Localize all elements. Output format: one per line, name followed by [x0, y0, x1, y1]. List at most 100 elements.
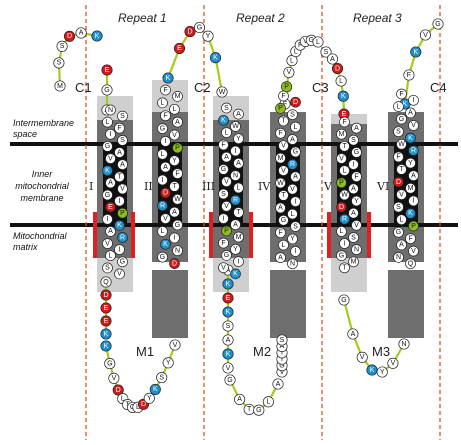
helix-III-residue-letter: A: [224, 154, 229, 161]
signature-bar-V-left: [327, 212, 331, 258]
repeat-2-title: Repeat 2: [236, 11, 285, 25]
helix-IV-residue: A: [275, 202, 286, 214]
m1-bottom-residue: D: [112, 384, 124, 396]
n-terminus-residue: K: [91, 30, 103, 42]
helix-V-residue: V: [336, 153, 347, 164]
helix-II-residue-circle: [172, 245, 183, 257]
n-terminus-residue-circle: [63, 30, 76, 42]
m1-bottom-residue-letter: D: [116, 387, 121, 394]
helix-VI-residue: K: [405, 208, 416, 219]
helix-VI-residue: T: [396, 164, 407, 175]
helix-II-residue-circle: [160, 161, 171, 173]
m2-left-residue-circle: [222, 348, 234, 360]
helix-IV-residue: I: [290, 196, 301, 207]
helix-III-residue: W: [230, 121, 241, 132]
helix-VI-residue: I: [408, 195, 419, 207]
helix-IV-residue-letter: T: [281, 118, 286, 125]
membrane-top-line: [10, 142, 458, 146]
helix-II-residue-letter: G: [160, 125, 165, 132]
n-terminus-residue-letter: K: [95, 33, 100, 40]
helix-II-residue: D: [169, 258, 180, 269]
helix-IV-residue-letter: D: [293, 99, 298, 106]
helix-I-residue-letter: L: [106, 119, 110, 126]
helix-II-residue-letter: D: [163, 190, 168, 197]
helix-II-residue-circle: [160, 110, 171, 122]
helix-V-residue-circle: [336, 250, 347, 262]
helix-III-residue-letter: F: [221, 142, 225, 149]
helix-IV-residue-letter: R: [290, 161, 295, 168]
m2-left-residue-letter: S: [226, 323, 231, 330]
helix-III-residue-letter: P: [224, 228, 229, 235]
helix-III-residue: M: [233, 231, 244, 243]
c2-loop-residue-circle: [193, 21, 206, 34]
helix-I-residue-circle: [105, 153, 116, 164]
helix-III-residue: T: [233, 207, 244, 218]
helix-V-residue: S: [348, 232, 359, 243]
repeat-1-title: Repeat 1: [118, 11, 167, 25]
helix-IV-residue: N: [287, 258, 298, 270]
helix-III-residue-circle: [221, 200, 232, 212]
helix-II-residue: L: [157, 97, 168, 109]
c-terminus-residue: G: [432, 18, 444, 30]
helix-V-residue-letter: D: [339, 204, 344, 211]
m2-right-residue-letter: G: [279, 362, 284, 369]
helix-III-residue: I: [233, 256, 244, 267]
c2-loop-residue: K: [162, 72, 174, 84]
helix-I-residue-circle: [117, 207, 128, 219]
m2-left-residue-letter: V: [226, 365, 231, 372]
helix-I-residue: S: [102, 262, 113, 274]
helix-II-residue: T: [169, 181, 180, 192]
c-terminus-residue-letter: G: [435, 21, 440, 28]
c1-loop-residue: G: [101, 84, 113, 96]
helix-III-residue-circle: [221, 250, 232, 261]
helix-VI-residue: L: [393, 101, 404, 112]
helix-III-residue-letter: K: [221, 117, 226, 124]
n-terminus-residue-letter: S: [57, 60, 62, 67]
helix-V-label: V: [323, 180, 333, 193]
m2-right-residue: S: [276, 334, 288, 346]
helix-V-residue-letter: T: [342, 143, 347, 150]
m2-bottom-residue-letter: L: [266, 399, 270, 406]
m2-bottom-residue-circle: [234, 393, 246, 405]
helix-II-residue-circle: [157, 200, 168, 212]
helix-VI-residue-letter: S: [396, 129, 401, 136]
m2-bottom-residue-circle: [253, 404, 265, 416]
segment-c3-label: C3: [312, 80, 329, 95]
helix-V-residue: G: [351, 147, 362, 158]
helix-IV-residue-circle: [290, 96, 301, 108]
helix-IV-residue: T: [278, 190, 289, 201]
helix-IV-residue-letter: V: [281, 143, 286, 150]
m1-bottom-residue: Y: [143, 392, 155, 404]
helix-II-residue-circle: [169, 181, 180, 192]
m3-loop-residue-circle: [347, 328, 359, 340]
helix-III-residue-circle: [218, 262, 229, 274]
m2-bottom-residue-letter: G: [256, 407, 261, 414]
helix-V-residue-letter: A: [354, 125, 359, 132]
helix-IV-residue-letter: S: [293, 223, 298, 230]
c2-loop-residue: D: [184, 26, 196, 38]
helix-III-residue-letter: V: [224, 203, 229, 210]
m1-bottom-residue-circle: [112, 384, 124, 396]
helix-IV-residue-circle: [287, 233, 298, 245]
helix-VI-residue-circle: [396, 138, 407, 150]
helix-III-residue-letter: Y: [236, 136, 241, 143]
helix-VI-residue-circle: [396, 239, 407, 251]
helix-IV-residue: F: [275, 127, 286, 139]
helix-IV-residue-circle: [287, 183, 298, 195]
helix-II-residue-letter: L: [161, 228, 165, 235]
helix-II-residue-letter: T: [172, 183, 177, 190]
helix-V-residue-circle: [336, 201, 347, 213]
helix-VI-lower-dark-panel: [388, 270, 424, 338]
helix-V-residue-circle: [339, 189, 350, 201]
helix-IV-residue-letter: M: [278, 155, 284, 162]
helix-I-residue-letter: I: [119, 198, 121, 205]
helix-III-residue: A: [230, 219, 241, 231]
helix-VI-residue: F: [396, 88, 407, 100]
helix-I-residue-letter: G: [105, 143, 110, 150]
helix-V-residue-letter: G: [339, 253, 344, 260]
m3-loop-residue-letter: G: [341, 297, 346, 304]
c3-right-residue-circle: [337, 90, 349, 102]
helix-I-residue-circle: [105, 226, 116, 237]
c-terminus-residue-letter: F: [407, 72, 411, 79]
helix-I-residue-letter: L: [109, 253, 113, 260]
